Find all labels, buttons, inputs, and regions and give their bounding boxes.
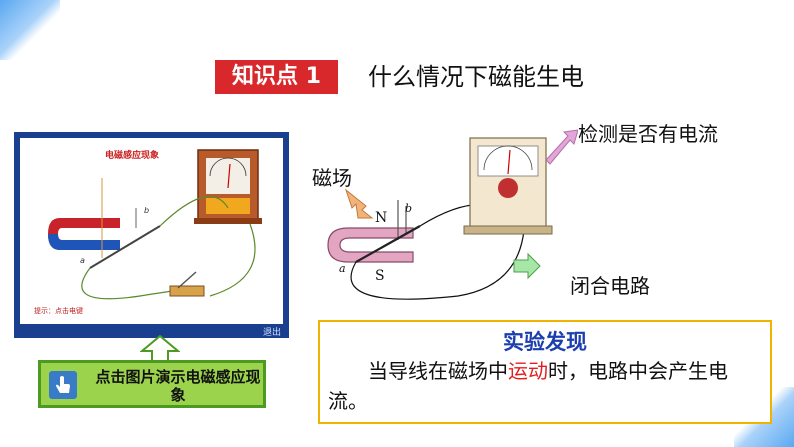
- induction-circuit-diagram: [327, 129, 578, 300]
- topic-badge: 知识点 1: [215, 60, 338, 94]
- finding-text-highlight: 运动: [508, 359, 548, 383]
- demo-video-screen[interactable]: 电磁感应现象 a b 提示：点击电键: [20, 138, 283, 324]
- video-label-b: b: [144, 206, 150, 215]
- label-magnetic-field: 磁场: [312, 166, 352, 190]
- label-n-pole: N: [375, 210, 388, 226]
- label-wire-b: b: [405, 202, 413, 215]
- corner-decoration-top-left: [0, 0, 60, 60]
- demo-apparatus-illustration: [48, 149, 262, 300]
- label-closed-circuit: 闭合电路: [570, 274, 650, 298]
- page-title: 什么情况下磁能生电: [368, 63, 584, 91]
- finding-title: 实验发现: [503, 330, 587, 354]
- finding-text-after: 时，电路中会产生电流。: [328, 359, 728, 413]
- video-hint: 提示：点击电键: [34, 307, 83, 315]
- demo-video-frame[interactable]: 电磁感应现象 a b 提示：点击电键 退出: [14, 132, 289, 338]
- video-label-a: a: [80, 256, 85, 265]
- video-title: 电磁感应现象: [105, 151, 160, 161]
- label-detect-current: 检测是否有电流: [578, 122, 718, 146]
- finding-text-before: 当导线在磁场中: [368, 359, 508, 383]
- finding-box: 实验发现 当导线在磁场中运动时，电路中会产生电流。: [318, 320, 772, 424]
- hand-pointer-icon: [49, 371, 77, 399]
- label-wire-a: a: [339, 262, 346, 275]
- label-s-pole: S: [375, 268, 385, 284]
- play-demo-label: 点击图片演示电磁感应现象: [95, 368, 261, 404]
- play-demo-button[interactable]: 点击图片演示电磁感应现象: [38, 360, 266, 408]
- finding-text: 当导线在磁场中运动时，电路中会产生电流。: [328, 356, 764, 416]
- video-exit-button[interactable]: 退出: [262, 328, 281, 338]
